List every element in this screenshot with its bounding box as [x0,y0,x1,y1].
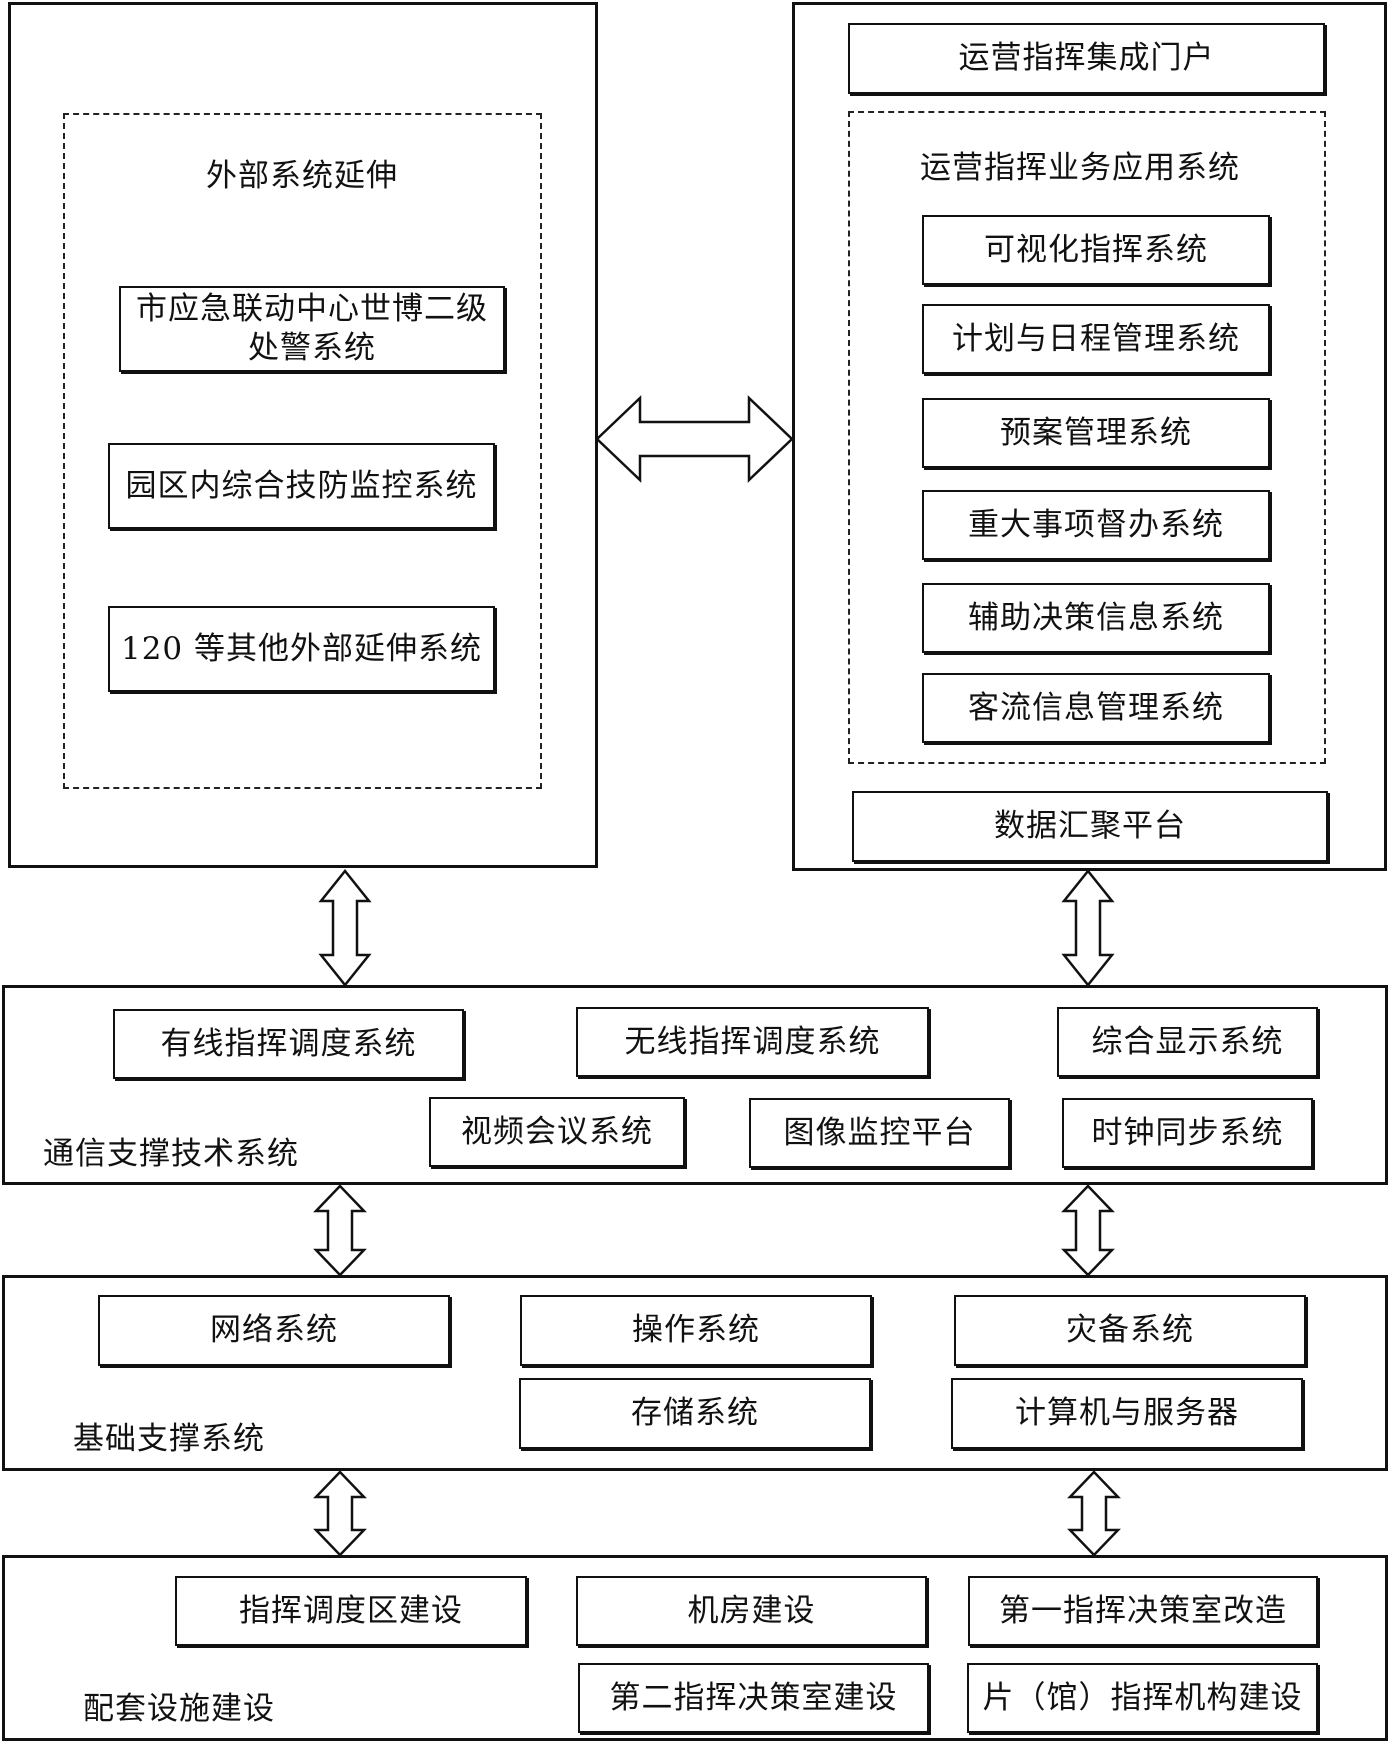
communication-title: 通信支撑技术系统 [43,1136,299,1172]
double-arrow-communication-to-infrastructure-right [1061,1184,1115,1277]
comm-image-monitoring: 图像监控平台 [749,1098,1010,1168]
double-arrow-infrastructure-to-facilities-right [1067,1470,1121,1557]
comm-wireless-dispatch: 无线指挥调度系统 [576,1007,929,1077]
facility-pavilion-command: 片（馆）指挥机构建设 [967,1663,1318,1733]
infrastructure-title: 基础支撑系统 [73,1421,265,1457]
facilities-title: 配套设施建设 [83,1691,275,1727]
facility-second-decision-room: 第二指挥决策室建设 [578,1663,929,1733]
external-item-emergency-center: 市应急联动中心世博二级处警系统 [119,286,505,372]
app-passenger-flow: 客流信息管理系统 [922,673,1270,743]
infra-storage: 存储系统 [519,1378,871,1449]
double-arrow-infrastructure-to-facilities-left [313,1470,367,1557]
double-arrow-data-to-communication [1061,868,1115,988]
app-plan-schedule: 计划与日程管理系统 [922,304,1270,374]
business-apps-title: 运营指挥业务应用系统 [920,150,1240,186]
portal-box: 运营指挥集成门户 [848,23,1325,94]
external-systems-panel [8,2,598,868]
facility-first-decision-room: 第一指挥决策室改造 [968,1576,1318,1646]
data-platform-box: 数据汇聚平台 [852,791,1328,862]
app-visual-command: 可视化指挥系统 [922,215,1270,285]
double-arrow-external-to-communication [318,868,372,988]
infra-network: 网络系统 [98,1295,450,1366]
app-decision-support: 辅助决策信息系统 [922,583,1270,653]
infra-operating-system: 操作系统 [520,1295,872,1366]
external-item-park-monitoring: 园区内综合技防监控系统 [108,443,495,529]
external-systems-title: 外部系统延伸 [206,158,398,194]
infra-disaster-backup: 灾备系统 [954,1295,1306,1366]
facility-dispatch-area: 指挥调度区建设 [175,1576,527,1646]
app-contingency-plan: 预案管理系统 [922,398,1270,468]
infra-computers-servers: 计算机与服务器 [951,1378,1303,1449]
business-apps-group [848,111,1326,764]
facility-machine-room: 机房建设 [576,1576,927,1646]
app-major-supervision: 重大事项督办系统 [922,490,1270,560]
comm-integrated-display: 综合显示系统 [1057,1007,1318,1077]
double-arrow-communication-to-infrastructure-left [313,1184,367,1277]
external-systems-group [63,113,542,789]
comm-wired-dispatch: 有线指挥调度系统 [113,1009,464,1079]
comm-video-conference: 视频会议系统 [429,1097,685,1167]
comm-clock-sync: 时钟同步系统 [1062,1098,1313,1168]
external-item-120-systems: 120 等其他外部延伸系统 [108,606,495,692]
double-arrow-horizontal [595,395,794,483]
